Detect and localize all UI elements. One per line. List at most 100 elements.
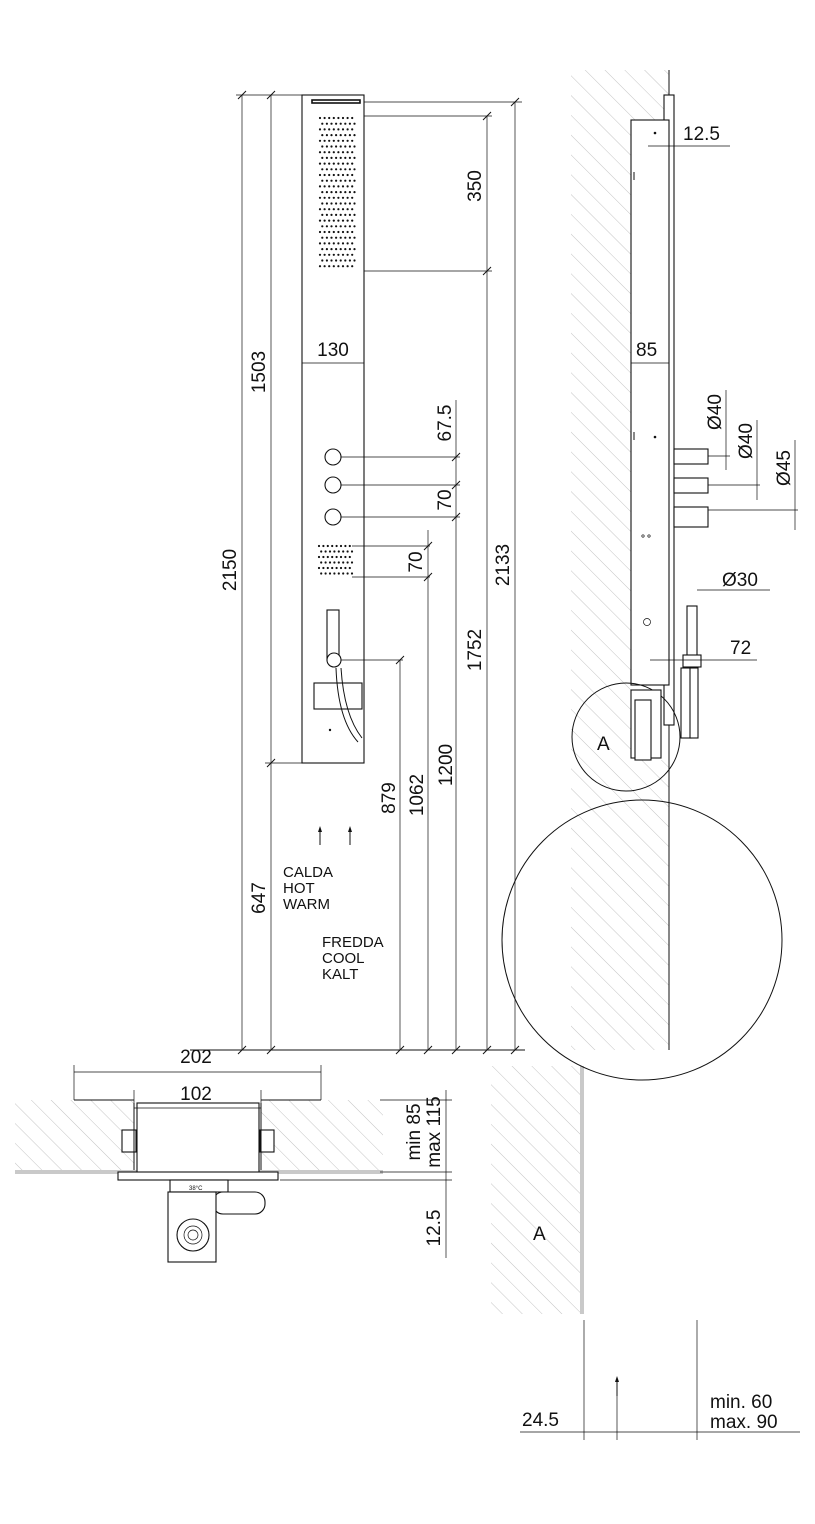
nozzle-dot	[330, 156, 333, 159]
nozzle-dot	[341, 116, 345, 120]
nozzle-dot	[341, 196, 345, 199]
nozzle-dot	[318, 253, 322, 256]
nozzle-dot	[337, 151, 340, 154]
nozzle-dot	[341, 139, 345, 142]
nozzle-dot	[335, 168, 338, 171]
nozzle-dot	[325, 225, 328, 228]
nozzle-dot	[330, 259, 333, 262]
nozzle-dot	[346, 139, 349, 142]
nozzle-dot	[332, 139, 335, 142]
nozzle-dot	[328, 265, 331, 268]
nozzle-dot	[346, 116, 349, 120]
dim-2133: 2133	[493, 544, 514, 586]
nozzle-dot	[335, 134, 338, 137]
label-warm: WARM	[283, 896, 330, 913]
nozzle-dot	[348, 248, 351, 251]
nozzle-dot	[339, 134, 342, 137]
dim-85-side: 85	[636, 340, 657, 361]
nozzle-dot	[353, 145, 356, 148]
nozzle-dot	[339, 544, 343, 548]
dimension-tick	[423, 1045, 433, 1055]
nozzle-dot	[328, 550, 332, 553]
dim-max-90: max. 90	[710, 1412, 778, 1433]
nozzle-dot	[325, 248, 328, 251]
nozzle-dot	[339, 122, 342, 125]
nozzle-dot	[353, 179, 356, 182]
dim-1752: 1752	[465, 629, 486, 671]
nozzle-dot	[337, 173, 340, 177]
dim-12-5-side: 12.5	[683, 124, 720, 145]
nozzle-dot	[353, 259, 356, 262]
nozzle-dot	[348, 179, 351, 182]
nozzle-dot	[346, 162, 349, 165]
nozzle-dot	[348, 168, 351, 171]
nozzle-dot	[323, 128, 326, 131]
nozzle-dot	[318, 230, 322, 234]
label-kalt: KALT	[322, 966, 358, 983]
nozzle-dot	[344, 555, 347, 559]
nozzle-dot	[341, 208, 345, 211]
nozzle-dot	[330, 202, 333, 205]
dim-70-knobs: 70	[435, 489, 456, 510]
nozzle-dot	[344, 145, 347, 148]
dim-72: 72	[730, 638, 751, 659]
nozzle-dot	[325, 259, 328, 262]
nozzle-dot	[351, 230, 354, 234]
nozzle-dot	[328, 208, 331, 211]
nozzle-dot	[335, 566, 338, 570]
body-jet-nozzles	[317, 544, 354, 575]
knob-2	[324, 476, 342, 494]
dimension-tick	[237, 1045, 247, 1055]
nozzle-dot	[328, 162, 331, 165]
nozzle-dot	[337, 265, 340, 268]
nozzle-dot	[341, 128, 345, 131]
label-calda: CALDA	[283, 864, 333, 881]
nozzle-dot	[346, 253, 349, 256]
nozzle-dot	[328, 219, 331, 222]
nozzle-dot	[322, 555, 325, 559]
nozzle-dot	[318, 265, 322, 268]
knob-3	[324, 508, 342, 526]
nozzle-dot	[333, 561, 336, 564]
nozzle-dot	[331, 555, 334, 559]
detail-a-view: A 24.5 min. 60 max. 90	[491, 799, 800, 1440]
nozzle-dot	[335, 191, 338, 194]
nozzle-dot	[318, 151, 322, 154]
nozzle-dot	[350, 572, 354, 575]
nozzle-dot	[341, 162, 345, 165]
nozzle-dot	[344, 179, 347, 182]
nozzle-dot	[325, 122, 328, 125]
nozzle-dot	[320, 550, 323, 553]
nozzle-dot	[335, 248, 338, 251]
nozzle-dot	[351, 219, 354, 222]
nozzle-dot	[346, 265, 349, 268]
nozzle-dot	[323, 196, 326, 199]
dimension-tick	[395, 1045, 405, 1055]
nozzle-dot	[353, 225, 356, 228]
dimension-tick	[482, 1045, 492, 1055]
nozzle-dot	[335, 202, 338, 205]
nozzle-dot	[346, 230, 349, 234]
nozzle-dot	[321, 213, 324, 216]
nozzle-dot	[353, 168, 356, 171]
nozzle-dot	[339, 179, 342, 182]
dim-879: 879	[379, 782, 400, 814]
nozzle-dot	[323, 230, 326, 234]
nozzle-dot	[326, 544, 329, 548]
nozzle-dot	[323, 265, 326, 268]
wall-hatch-detail	[491, 1066, 584, 1314]
dim-67-5: 67.5	[435, 405, 456, 442]
nozzle-dot	[332, 208, 335, 211]
nozzle-dot	[353, 213, 356, 216]
recessed-box	[136, 1102, 260, 1180]
nozzle-dot	[339, 168, 342, 171]
nozzle-dot	[321, 202, 324, 205]
nozzle-dot	[339, 555, 343, 559]
rain-shower-nozzles	[318, 116, 356, 268]
dim-1200: 1200	[436, 744, 457, 786]
knob-1	[324, 448, 342, 466]
nozzle-dot	[325, 134, 328, 137]
nozzle-dot	[328, 242, 331, 245]
dimension-tick	[510, 97, 520, 107]
nozzle-dot	[344, 566, 347, 570]
